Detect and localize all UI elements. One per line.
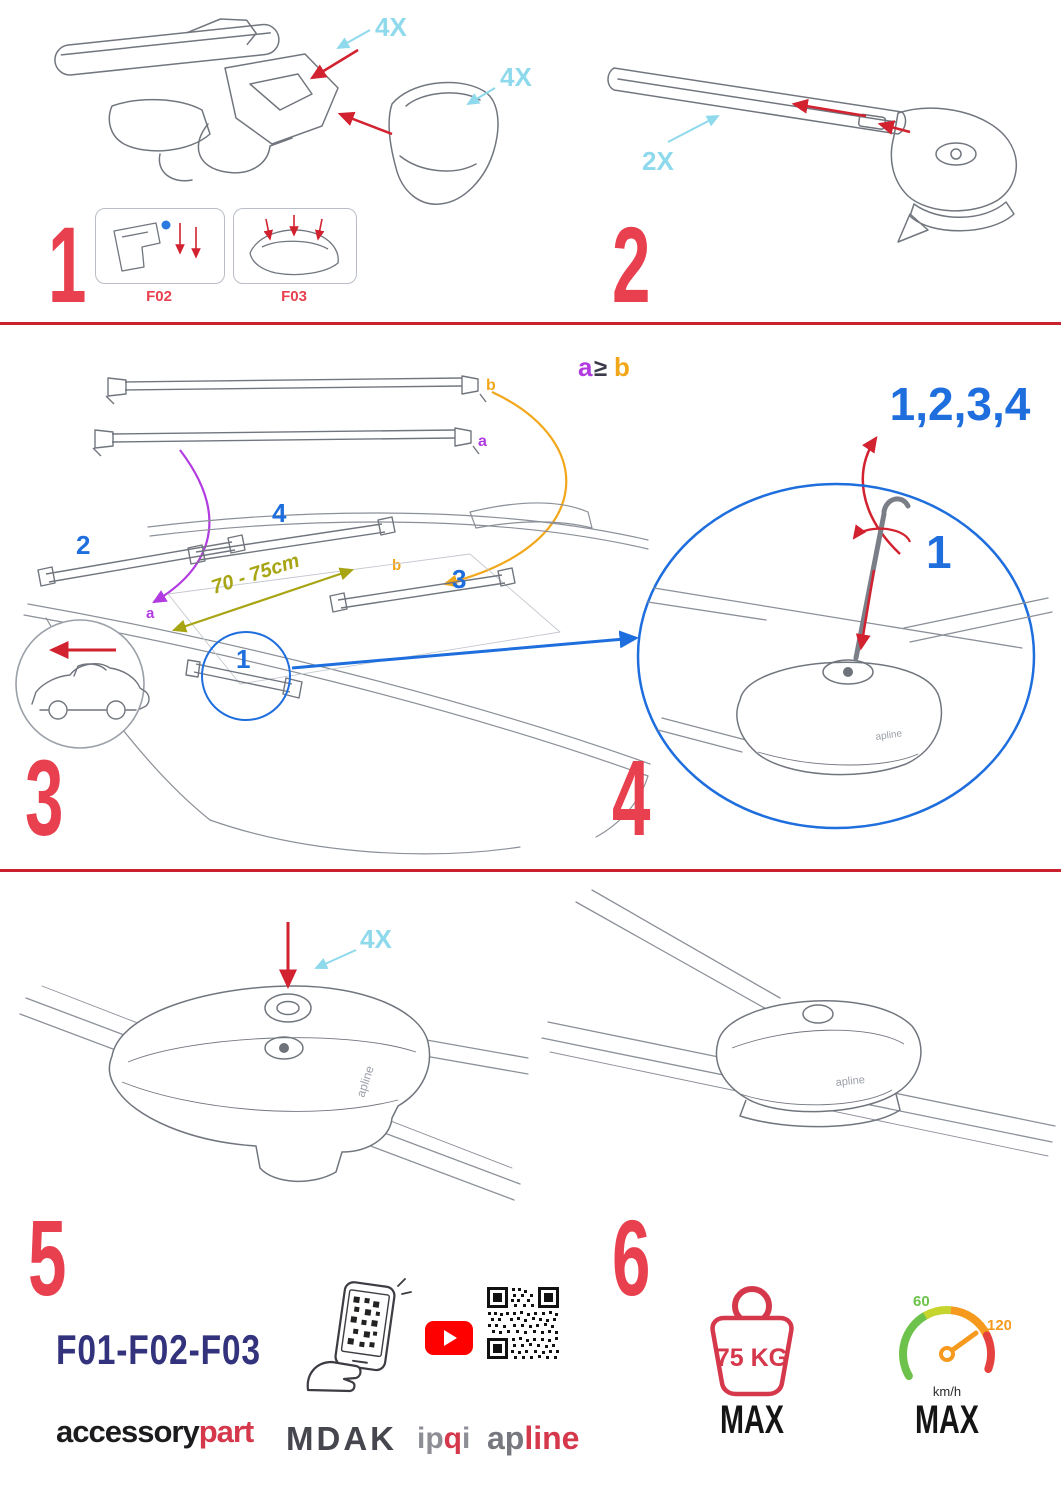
speed-low-label: 60	[913, 1293, 930, 1310]
max-speed-gauge-icon: 60 120 km/h	[899, 1293, 1011, 1399]
brand-accessorypart-black: accessory	[56, 1414, 200, 1449]
speed-high-label: 120	[987, 1317, 1011, 1334]
rotate-key-arrow	[852, 524, 912, 543]
inset-f03-label: F03	[281, 288, 307, 305]
inset-f02-label: F02	[146, 288, 172, 305]
section-divider-2	[0, 869, 1061, 872]
crossbar-drawing	[607, 67, 907, 135]
bar-b-label: b	[486, 377, 496, 394]
max-weight-value: 75 KG	[716, 1344, 788, 1372]
foot-brand-logo: apline	[835, 1074, 865, 1089]
step2-qty-label: 2X	[642, 146, 674, 176]
step2-insert-arrows	[791, 98, 911, 135]
roof-position-a-label: a	[146, 605, 155, 622]
brand-ipqi-prefix: ip	[417, 1422, 444, 1455]
f03-part-drawing	[249, 215, 339, 276]
foot-drawing	[890, 107, 1017, 243]
model-codes: F01-F02-F03	[56, 1326, 261, 1373]
step5-number: 5	[28, 1197, 67, 1318]
step6-finished-foot-illustration: apline	[541, 889, 1056, 1157]
step1-qty-clamp-label: 4X	[375, 12, 407, 42]
rule-gte-symbol: ≥	[594, 355, 607, 382]
step6-number: 6	[612, 1197, 651, 1318]
rail-lines-drawing	[647, 587, 1053, 753]
step1-number: 1	[48, 204, 87, 325]
step2-number: 2	[612, 204, 651, 325]
brand-accessorypart: accessorypart	[56, 1414, 255, 1450]
inset-part-f02	[95, 208, 225, 284]
brand-apline: apline	[487, 1420, 579, 1457]
loose-bar-b-drawing	[105, 375, 487, 405]
step2-qty-pointer	[667, 115, 720, 143]
crossbar-end-drawing	[54, 18, 339, 182]
step3-number: 3	[25, 737, 64, 858]
car-direction-inset	[15, 619, 150, 749]
foot-zoom-drawing	[736, 659, 943, 776]
scan-qr-phone-icon	[306, 1278, 412, 1393]
max-speed-label: MAX	[914, 1398, 979, 1442]
tighten-order-label: 1,2,3,4	[890, 378, 1031, 430]
f02-part-drawing	[113, 220, 201, 272]
step2-bar-insert-illustration: 2X	[607, 67, 1017, 243]
section-divider-1	[0, 322, 1061, 325]
inset-part-f03	[233, 208, 357, 284]
brand-mdak: MDAK	[286, 1420, 397, 1457]
loose-bar-a-drawing	[92, 427, 480, 457]
bar-a-connector-curve	[152, 449, 211, 604]
roof-position-b-label: b	[392, 557, 401, 574]
position-2-label: 2	[76, 530, 90, 560]
foot-brand-logo: apline	[875, 728, 903, 743]
roof-crossbars-drawing	[37, 516, 516, 699]
mounted-foot-drawing	[715, 1000, 922, 1128]
position-4-label: 4	[272, 498, 287, 528]
zoom-pointer-arrow	[291, 630, 639, 670]
rule-b-label: b	[614, 352, 630, 382]
step5-cap-install-illustration: apline 4X	[19, 922, 529, 1201]
step4-number: 4	[612, 737, 651, 858]
youtube-icon	[425, 1321, 473, 1355]
order-pointer-arrow	[861, 435, 901, 555]
cover-cap-drawing	[388, 81, 499, 205]
step1-qty-cover-label: 4X	[500, 62, 532, 92]
brand-accessorypart-red: part	[198, 1414, 255, 1449]
bar-a-label: a	[478, 433, 487, 450]
press-down-arrow	[855, 569, 876, 651]
brand-apline-prefix: ap	[487, 1420, 525, 1456]
max-weight-label: MAX	[719, 1398, 784, 1442]
max-weight-icon: 75 KG	[710, 1286, 794, 1397]
position-3-label: 3	[452, 564, 466, 594]
foot-cap-drawing	[108, 985, 431, 1182]
step3-roof-placement-illustration: b a a ≥ b a b	[15, 352, 651, 855]
step5-qty-pointer	[314, 949, 357, 969]
speed-unit-label: km/h	[933, 1384, 961, 1399]
rule-a-label: a	[578, 352, 593, 382]
step4-tighten-illustration: 1,2,3,4 1 apline	[636, 378, 1053, 830]
qr-code	[487, 1287, 559, 1359]
step5-qty-label: 4X	[360, 924, 392, 954]
brand-ipqi: ipqi	[417, 1422, 470, 1456]
step1-qty-cover-pointer	[466, 87, 496, 106]
car-side-view-drawing	[31, 663, 150, 720]
bar-spacing-arrow	[171, 567, 355, 633]
bar-b-connector-curve	[442, 391, 568, 588]
brand-ipqi-accent: q	[443, 1422, 462, 1455]
first-foot-label: 1	[926, 526, 952, 578]
step1-assembly-arrows	[309, 48, 393, 136]
position-1-label: 1	[236, 644, 250, 674]
brand-ipqi-suffix: i	[462, 1422, 471, 1455]
brand-apline-accent: line	[524, 1420, 580, 1456]
step1-exploded-clamp-illustration: 4X 4X	[54, 12, 532, 205]
step1-qty-clamp-pointer	[336, 29, 371, 49]
zoom-circle	[636, 482, 1036, 830]
